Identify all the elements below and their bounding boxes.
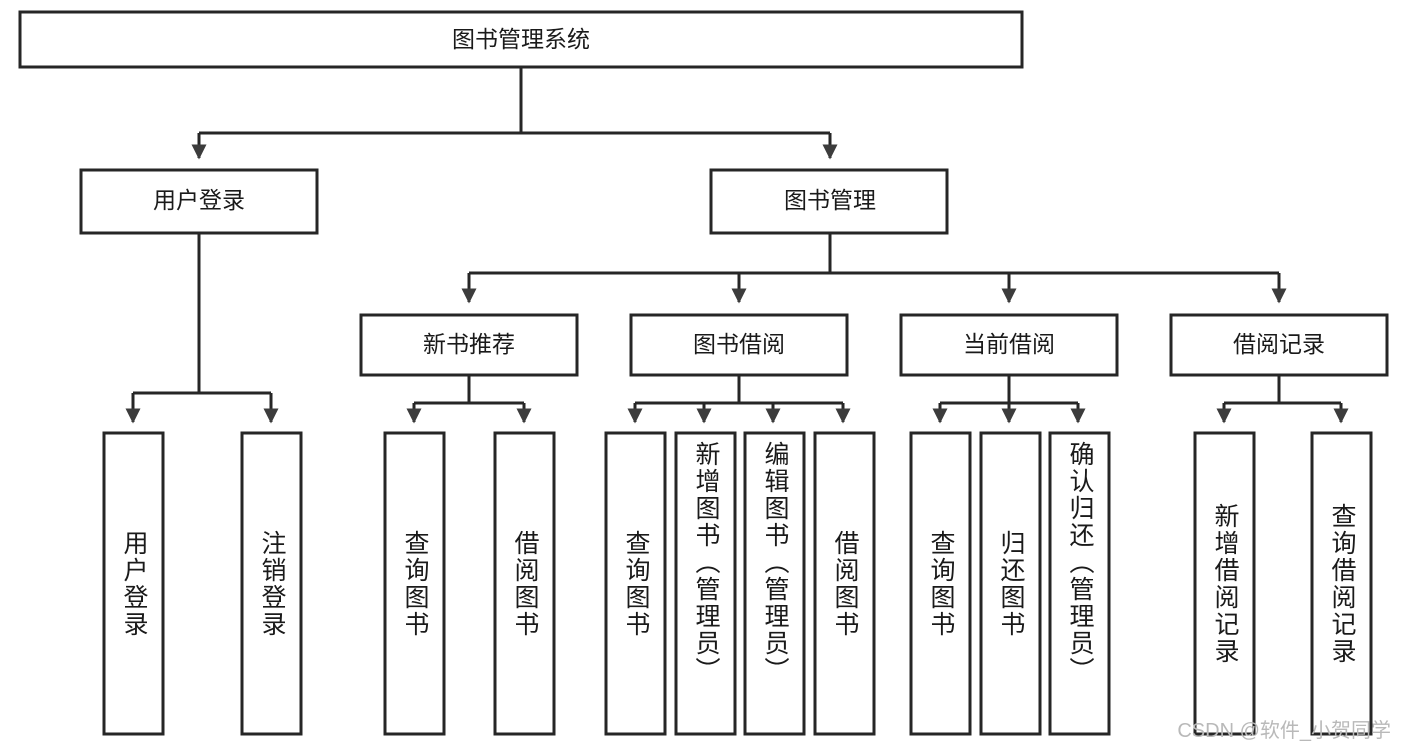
- connector-root-to-level2: [191, 67, 838, 160]
- connector-borrow-record-to-leaves: [1216, 375, 1349, 424]
- node-book-management[interactable]: [709, 168, 949, 235]
- connector-new-book-to-leaves: [406, 375, 532, 424]
- label-book-management: 图书管理: [784, 187, 876, 213]
- connector-current-borrow-to-leaves: [932, 375, 1086, 424]
- node-book-borrow[interactable]: [629, 313, 849, 377]
- label-new-book-recommend: 新书推荐: [423, 331, 515, 357]
- leaf-box-book-borrow-1[interactable]: [674, 431, 737, 736]
- connector-book-borrow-to-leaves: [627, 375, 851, 424]
- leaf-box-user-login-1[interactable]: [240, 431, 303, 736]
- leaf-box-new-book-1[interactable]: [493, 431, 556, 736]
- leaf-box-book-borrow-0[interactable]: [604, 431, 667, 736]
- node-borrow-record[interactable]: [1169, 313, 1389, 377]
- leaf-box-book-borrow-3[interactable]: [813, 431, 876, 736]
- connector-book-manage-to-level3: [461, 233, 1287, 304]
- label-borrow-record: 借阅记录: [1233, 331, 1325, 357]
- leaf-box-book-borrow-2[interactable]: [743, 431, 806, 736]
- label-user-login: 用户登录: [153, 187, 245, 213]
- label-root-book-management-system: 图书管理系统: [452, 26, 590, 52]
- leaf-box-current-borrow-1[interactable]: [979, 431, 1042, 736]
- node-user-login[interactable]: [79, 168, 319, 235]
- leaf-box-current-borrow-0[interactable]: [909, 431, 972, 736]
- leaf-box-borrow-record-1[interactable]: [1310, 431, 1373, 736]
- leaf-box-current-borrow-2[interactable]: [1048, 431, 1111, 736]
- leaf-box-borrow-record-0[interactable]: [1193, 431, 1256, 736]
- node-current-borrow[interactable]: [899, 313, 1119, 377]
- watermark-text: CSDN @软件_小贺同学: [1177, 720, 1391, 742]
- node-root-book-management-system[interactable]: [18, 10, 1024, 69]
- label-current-borrow: 当前借阅: [963, 331, 1055, 357]
- node-new-book-recommend[interactable]: [359, 313, 579, 377]
- leaf-box-new-book-0[interactable]: [383, 431, 446, 736]
- label-book-borrow: 图书借阅: [693, 331, 785, 357]
- connector-user-login-to-leaves: [125, 233, 279, 424]
- leaf-box-user-login-0[interactable]: [102, 431, 165, 736]
